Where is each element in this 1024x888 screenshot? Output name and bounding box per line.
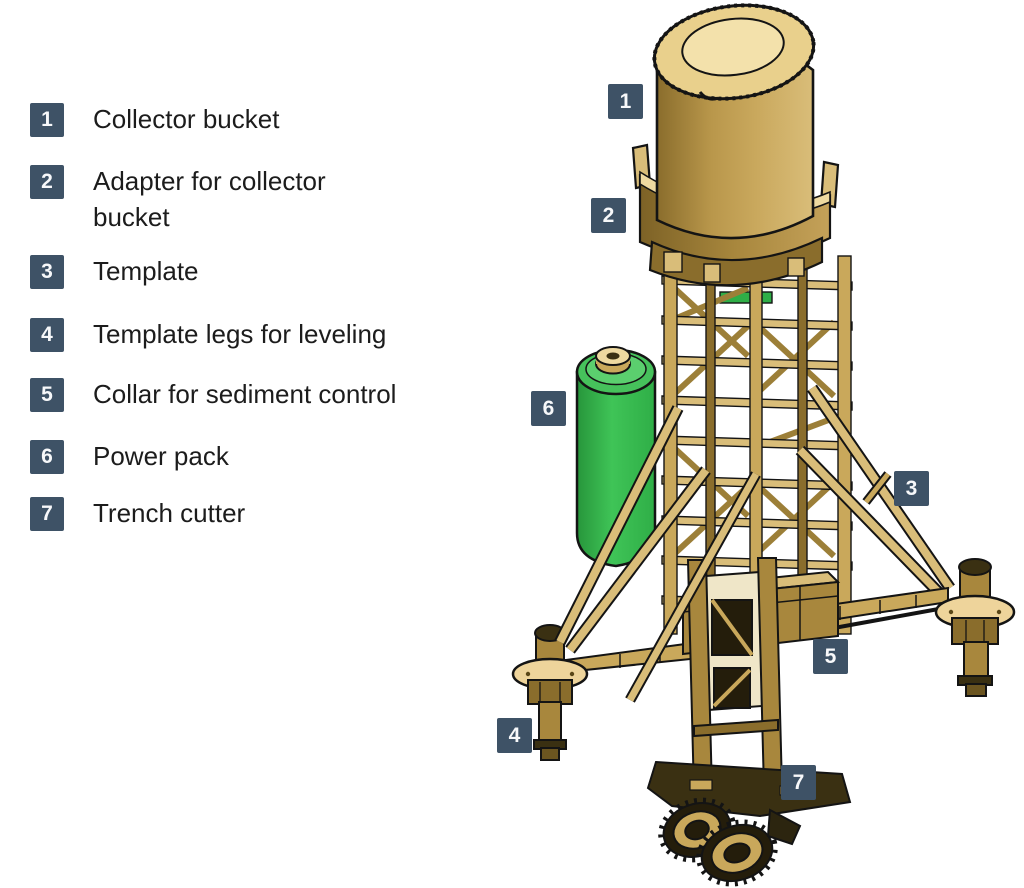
legend-item-template-legs: 4 Template legs for leveling — [30, 318, 386, 352]
collector-bucket — [652, 3, 816, 240]
legend-number-badge: 4 — [30, 318, 64, 352]
diagram-badge-collar: 5 — [813, 639, 848, 674]
legend-item-collector-bucket: 1 Collector bucket — [30, 103, 279, 137]
template-legs-right — [795, 384, 955, 603]
legend-number-badge: 2 — [30, 165, 64, 199]
legend-item-collar: 5 Collar for sediment control — [30, 378, 396, 412]
legend-item-trench-cutter: 7 Trench cutter — [30, 497, 245, 531]
diagram-badge-template-legs: 4 — [497, 718, 532, 753]
diagram-badge-power-pack: 6 — [531, 391, 566, 426]
legend-number-badge: 6 — [30, 440, 64, 474]
diagram-badge-trench-cutter: 7 — [781, 765, 816, 800]
legend-item-label: Power pack — [93, 441, 229, 471]
power-pack — [575, 346, 657, 568]
diagram-badge-template: 3 — [894, 471, 929, 506]
legend-number-badge: 1 — [30, 103, 64, 137]
diagram-badge-collector-bucket: 1 — [608, 84, 643, 119]
legend-item-template: 3 Template — [30, 255, 199, 289]
legend-number-badge: 7 — [30, 497, 64, 531]
diagram-badge-adapter: 2 — [591, 198, 626, 233]
legend-item-power-pack: 6 Power pack — [30, 440, 229, 474]
legend-item-label: Collar for sediment control — [93, 379, 397, 409]
legend-item-label: Trench cutter — [93, 498, 246, 528]
legend-item-label: Template legs for leveling — [93, 319, 387, 349]
legend-number-badge: 5 — [30, 378, 64, 412]
template-legs-left — [554, 405, 761, 703]
legend-item-label: Collector bucket — [93, 104, 280, 134]
right-footing — [934, 558, 1016, 697]
legend-number-badge: 3 — [30, 255, 64, 289]
legend-item-label: Template — [93, 256, 199, 286]
